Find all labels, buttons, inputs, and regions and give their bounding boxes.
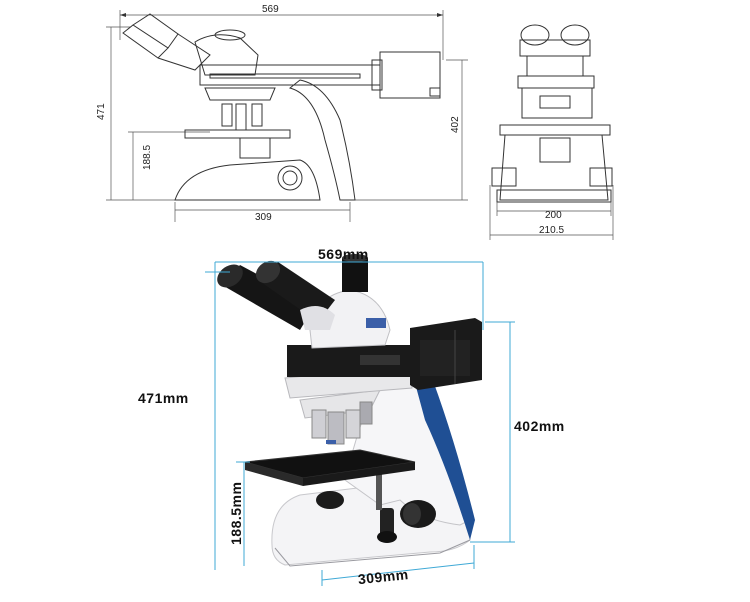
side-view-drawing: 569 471 402 188.5 309: [96, 4, 468, 223]
objective-turret: [299, 389, 381, 445]
side-right-height-label: 402: [450, 116, 461, 133]
eyepieces: [217, 260, 335, 330]
blue-accent-panel: [412, 372, 475, 540]
photo-height-label: 471mm: [138, 390, 189, 406]
side-base-label: 309: [255, 212, 272, 223]
photo-stage-height-label: 188.5mm: [228, 482, 244, 545]
front-outer-label: 210.5: [539, 225, 564, 236]
side-stage-height-label: 188.5: [142, 145, 153, 170]
front-base-label: 200: [545, 210, 562, 221]
photo-dimension-lines: 569mm 471mm 188.5mm 402mm 309mm: [138, 246, 565, 587]
photo-width-label: 569mm: [318, 246, 369, 262]
side-width-label: 569: [262, 4, 279, 15]
front-view-drawing: 200 210.5: [489, 24, 614, 240]
photo-base-label: 309mm: [357, 566, 409, 587]
photo-right-height-label: 402mm: [514, 418, 565, 434]
side-height-label: 471: [96, 103, 107, 120]
microscope-photo: [217, 254, 482, 567]
